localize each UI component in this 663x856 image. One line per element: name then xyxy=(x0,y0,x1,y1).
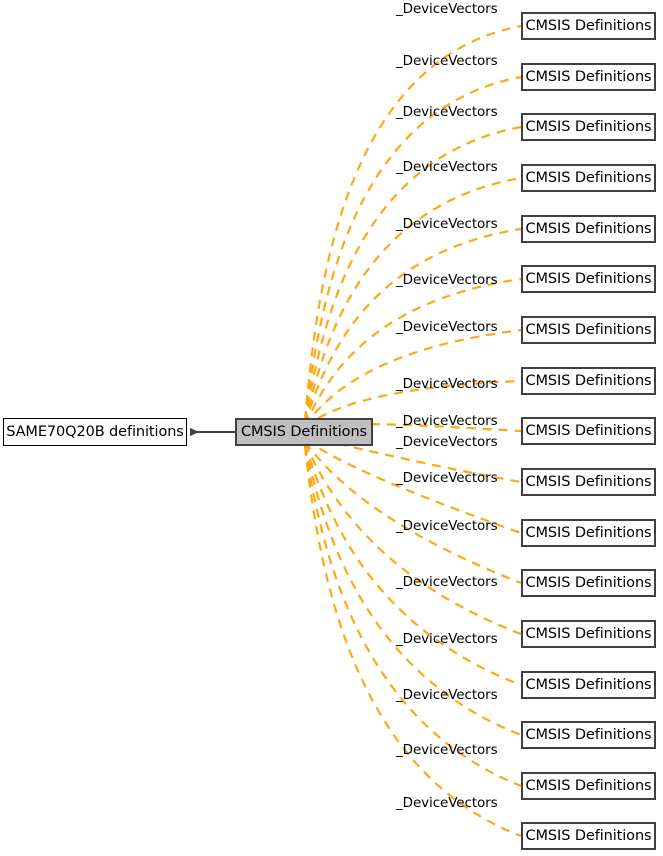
node-cmsis-definitions-leaf[interactable]: CMSIS Definitions xyxy=(521,63,656,91)
edge-label-devicevectors: _DeviceVectors xyxy=(396,1,498,17)
node-cmsis-definitions-leaf[interactable]: CMSIS Definitions xyxy=(521,12,656,40)
edge-label-devicevectors: _DeviceVectors xyxy=(396,216,498,232)
dashed-edge xyxy=(303,445,522,788)
dashed-edge xyxy=(303,277,522,426)
edge-label-devicevectors: _DeviceVectors xyxy=(396,795,498,811)
node-same70q20b-definitions[interactable]: SAME70Q20B definitions xyxy=(3,418,187,446)
edge-label-devicevectors: _DeviceVectors xyxy=(396,413,498,429)
edge-label-devicevectors: _DeviceVectors xyxy=(396,53,498,69)
edge-label-devicevectors: _DeviceVectors xyxy=(396,574,498,590)
node-cmsis-definitions-leaf[interactable]: CMSIS Definitions xyxy=(521,215,656,243)
node-cmsis-definitions-leaf[interactable]: CMSIS Definitions xyxy=(521,822,656,850)
node-cmsis-definitions-leaf[interactable]: CMSIS Definitions xyxy=(521,772,656,800)
edge-label-devicevectors: _DeviceVectors xyxy=(396,376,498,392)
node-cmsis-definitions-leaf[interactable]: CMSIS Definitions xyxy=(521,671,656,699)
node-cmsis-definitions-leaf[interactable]: CMSIS Definitions xyxy=(521,265,656,293)
node-cmsis-definitions-leaf[interactable]: CMSIS Definitions xyxy=(521,417,656,445)
node-cmsis-definitions-leaf[interactable]: CMSIS Definitions xyxy=(521,519,656,547)
edge-label-devicevectors: _DeviceVectors xyxy=(396,159,498,175)
dashed-edge xyxy=(304,441,522,585)
node-cmsis-definitions-leaf[interactable]: CMSIS Definitions xyxy=(521,721,656,749)
edge-label-devicevectors: _DeviceVectors xyxy=(396,631,498,647)
node-cmsis-definitions-leaf[interactable]: CMSIS Definitions xyxy=(521,569,656,597)
node-cmsis-definitions-leaf[interactable]: CMSIS Definitions xyxy=(521,164,656,192)
edge-label-devicevectors: _DeviceVectors xyxy=(396,742,498,758)
edge-label-devicevectors: _DeviceVectors xyxy=(396,687,498,703)
node-cmsis-definitions-leaf[interactable]: CMSIS Definitions xyxy=(521,620,656,648)
edge-label-devicevectors: _DeviceVectors xyxy=(396,518,498,534)
edge-label-devicevectors: _DeviceVectors xyxy=(396,470,498,486)
node-cmsis-definitions-leaf[interactable]: CMSIS Definitions xyxy=(521,468,656,496)
edge-label-devicevectors: _DeviceVectors xyxy=(396,272,498,288)
edge-label-devicevectors: _DeviceVectors xyxy=(396,319,498,335)
node-cmsis-definitions-leaf[interactable]: CMSIS Definitions xyxy=(521,367,656,395)
node-cmsis-definitions-leaf[interactable]: CMSIS Definitions xyxy=(521,113,656,141)
edge-label-devicevectors: _DeviceVectors xyxy=(396,434,498,450)
dashed-edge xyxy=(303,75,522,422)
node-cmsis-definitions-root[interactable]: CMSIS Definitions xyxy=(235,418,373,446)
node-cmsis-definitions-leaf[interactable]: CMSIS Definitions xyxy=(521,316,656,344)
edge-label-devicevectors: _DeviceVectors xyxy=(396,104,498,120)
